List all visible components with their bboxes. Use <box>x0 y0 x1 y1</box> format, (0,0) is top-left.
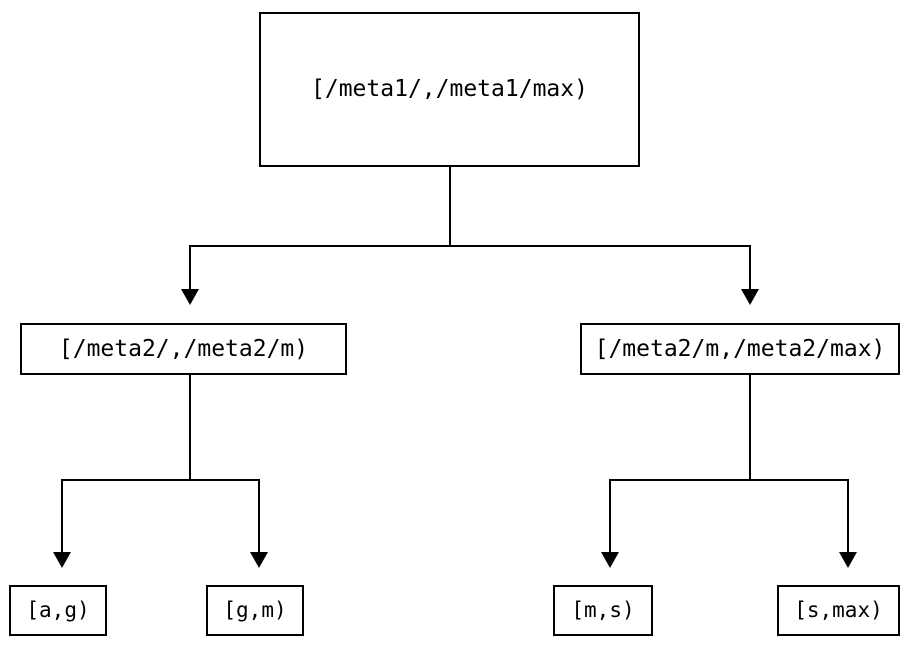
arrowhead-icon-root-to-mid-right <box>741 289 759 305</box>
tree-node-root-label: [/meta1/,/meta1/max) <box>311 76 588 102</box>
tree-node-leaf-a-g[interactable]: [a,g) <box>9 585 107 636</box>
tree-node-root[interactable]: [/meta1/,/meta1/max) <box>259 12 640 167</box>
tree-node-mid-right-label: [/meta2/m,/meta2/max) <box>594 335 886 362</box>
tree-node-mid-left[interactable]: [/meta2/,/meta2/m) <box>20 323 347 375</box>
arrowhead-icon-mid-left-to-leaf-g-m <box>250 552 268 568</box>
tree-node-leaf-g-m[interactable]: [g,m) <box>206 585 304 636</box>
tree-node-leaf-s-max-label: [s,max) <box>794 598 883 622</box>
tree-node-leaf-a-g-label: [a,g) <box>26 598 90 622</box>
tree-node-leaf-m-s-label: [m,s) <box>571 598 635 622</box>
arrowhead-icon-mid-right-to-leaf-s-max <box>839 552 857 568</box>
edge-group-root <box>181 167 759 305</box>
arrowhead-icon-root-to-mid-left <box>181 289 199 305</box>
arrowhead-icon-mid-left-to-leaf-a-g <box>53 552 71 568</box>
arrowhead-icon-mid-right-to-leaf-m-s <box>601 552 619 568</box>
edge-group-mid-left <box>53 375 268 568</box>
tree-node-leaf-s-max[interactable]: [s,max) <box>777 585 900 636</box>
tree-node-leaf-g-m-label: [g,m) <box>223 598 287 622</box>
tree-node-mid-left-label: [/meta2/,/meta2/m) <box>58 335 309 362</box>
edge-group-mid-right <box>601 375 857 568</box>
tree-node-leaf-m-s[interactable]: [m,s) <box>553 585 653 636</box>
tree-node-mid-right[interactable]: [/meta2/m,/meta2/max) <box>580 323 900 375</box>
